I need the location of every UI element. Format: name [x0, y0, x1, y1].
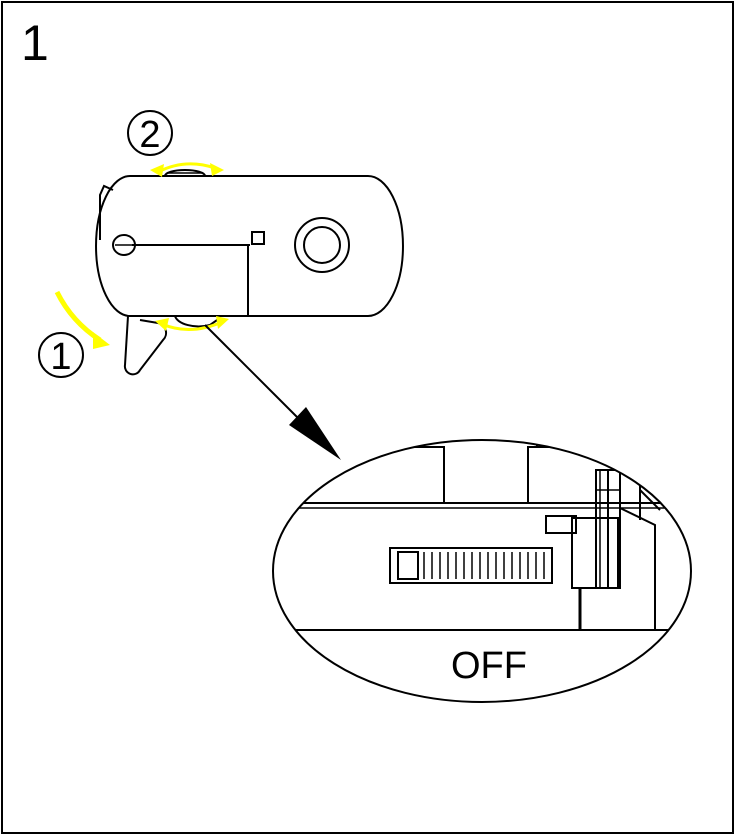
device-knob: [112, 234, 136, 256]
device-body: [95, 169, 404, 376]
svg-text:2: 2: [139, 114, 160, 156]
pointer-arrow-icon: [204, 324, 341, 460]
circled-two-icon: 2: [127, 110, 173, 156]
magnifier-outline: [272, 439, 692, 703]
device-left-tab: [99, 184, 114, 240]
device-terminal-inner: [303, 226, 341, 264]
device-terminal-outer: [294, 217, 350, 273]
step-number: 1: [21, 15, 49, 71]
device-housing: [95, 175, 404, 317]
rotate-arrow-icon: [54, 162, 229, 349]
switch-knob: [397, 551, 419, 580]
detail-magnifier: OFF: [272, 439, 692, 703]
svg-text:1: 1: [50, 336, 71, 378]
off-label: OFF: [451, 645, 527, 687]
device-top-wheel: [164, 169, 206, 177]
switch-track: [389, 547, 553, 584]
circled-one-icon: 1: [38, 332, 84, 378]
device-indicator-square: [251, 231, 265, 245]
